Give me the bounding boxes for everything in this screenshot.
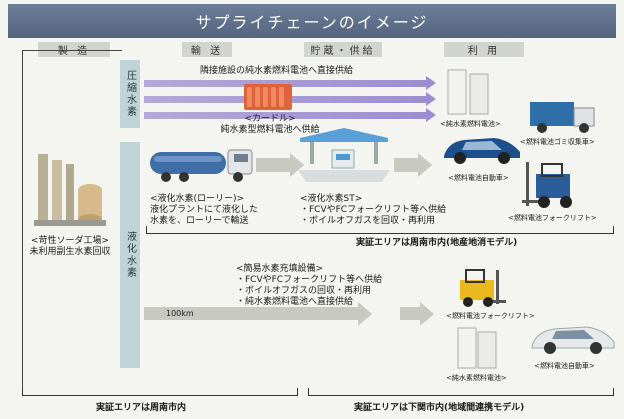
pipeline-arrow-3 [144,108,436,122]
fuel-cell-unit-icon-upper [447,69,489,115]
usage-forklift-lower: <燃料電池フォークリフト> [446,312,535,320]
arrow-simple-station-to-usage [400,302,434,326]
column-storage: 貯蔵・供給 [304,42,382,57]
column-manufacturing: 製 造 [38,42,110,57]
garbage-truck-icon [530,102,595,133]
region-bracket-upper [146,226,614,234]
diagram-title: サプライチェーンのイメージ [8,4,616,38]
source-label: <苛性ソーダ工場> 未利用副生水素回収 [29,236,111,257]
supply-frame-line [22,50,23,396]
usage-forklift-upper: <燃料電池フォークリフト> [508,214,597,222]
tanker-lorry-icon [150,149,253,182]
usage-fcv-upper: <燃料電池自動車> [448,174,509,182]
region-bracket-bottom-left [22,388,298,396]
label-liquefied-hydrogen: 液化水素 [120,142,140,368]
pipeline-arrow-1 [144,76,436,90]
label-compressed-hydrogen: 圧縮水素 [120,60,140,128]
arrow-station-to-usage [394,153,432,177]
usage-fuel-cell-lower: <純水素燃料電池> [446,374,507,382]
fuel-cell-unit-icon-lower [457,327,497,369]
lorry-label: <液化水素(ローリー)> 液化プラントにて液化した 水素を、ローリーで輸送 [150,194,259,226]
curdle-label: <カードル> 純水素型燃料電池へ供給 [220,114,320,135]
usage-fuel-cell-upper: <純水素燃料電池> [440,120,501,128]
region-bottom-right-label: 実証エリアは下関市内(地域間連携モデル) [354,403,525,413]
supply-frame-top [22,50,122,51]
simple-station-label: <簡易水素充填設備> ・FCVやFCフォークリフト等へ供給 ・ボイルオフガスの回… [236,264,383,307]
fcv-car-icon-upper [444,138,520,164]
usage-garbage-truck: <燃料電池ゴミ収集車> [520,138,595,146]
distance-label: 100km [166,309,194,318]
column-usage: 利 用 [444,42,524,57]
region-upper-label: 実証エリアは周南市内(地産地消モデル) [356,238,518,248]
region-bracket-bottom-right [308,388,614,396]
region-bottom-left-label: 実証エリアは周南市内 [96,403,187,413]
pipeline-text: 隣接施設の純水素燃料電池へ直接供給 [200,66,354,76]
arrow-distance [144,302,372,326]
fcv-car-icon-lower [531,326,615,354]
forklift-icon-upper [522,162,572,208]
forklift-icon-lower [460,269,506,307]
arrow-transport-to-station [256,153,304,177]
column-transport: 輸 送 [182,42,232,57]
curdle-cylinder-icon [244,84,292,110]
station-label: <液化水素ST> ・FCVやFCフォークリフト等へ供給 ・ボイルオフガスを回収・… [300,194,447,226]
soda-factory-icon [34,154,106,226]
hydrogen-station-icon [298,128,390,182]
usage-fcv-lower: <燃料電池自動車> [534,362,595,370]
